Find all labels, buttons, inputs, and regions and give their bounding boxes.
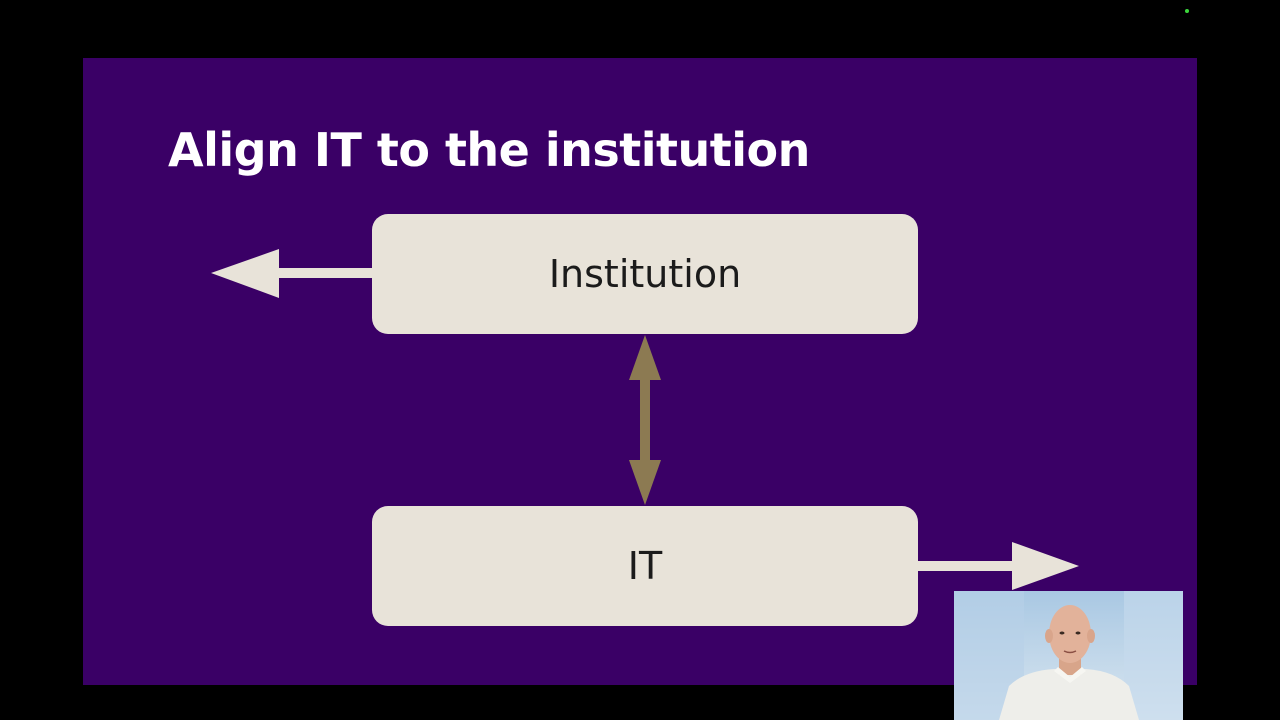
presenter-icon (954, 591, 1183, 720)
double-arrow-vertical-icon (629, 335, 661, 505)
arrow-left-icon (211, 249, 372, 298)
arrow-right-icon (918, 542, 1079, 590)
slide-title: Align IT to the institution (168, 123, 810, 177)
diagram (211, 249, 1079, 590)
status-dot (1185, 9, 1189, 13)
webcam-presenter-video (954, 591, 1183, 720)
it-box: IT (372, 506, 918, 626)
slide: Align IT to the institution Institution (83, 58, 1197, 685)
institution-label: Institution (548, 252, 742, 296)
institution-box: Institution (372, 214, 918, 334)
it-label: IT (627, 544, 663, 588)
